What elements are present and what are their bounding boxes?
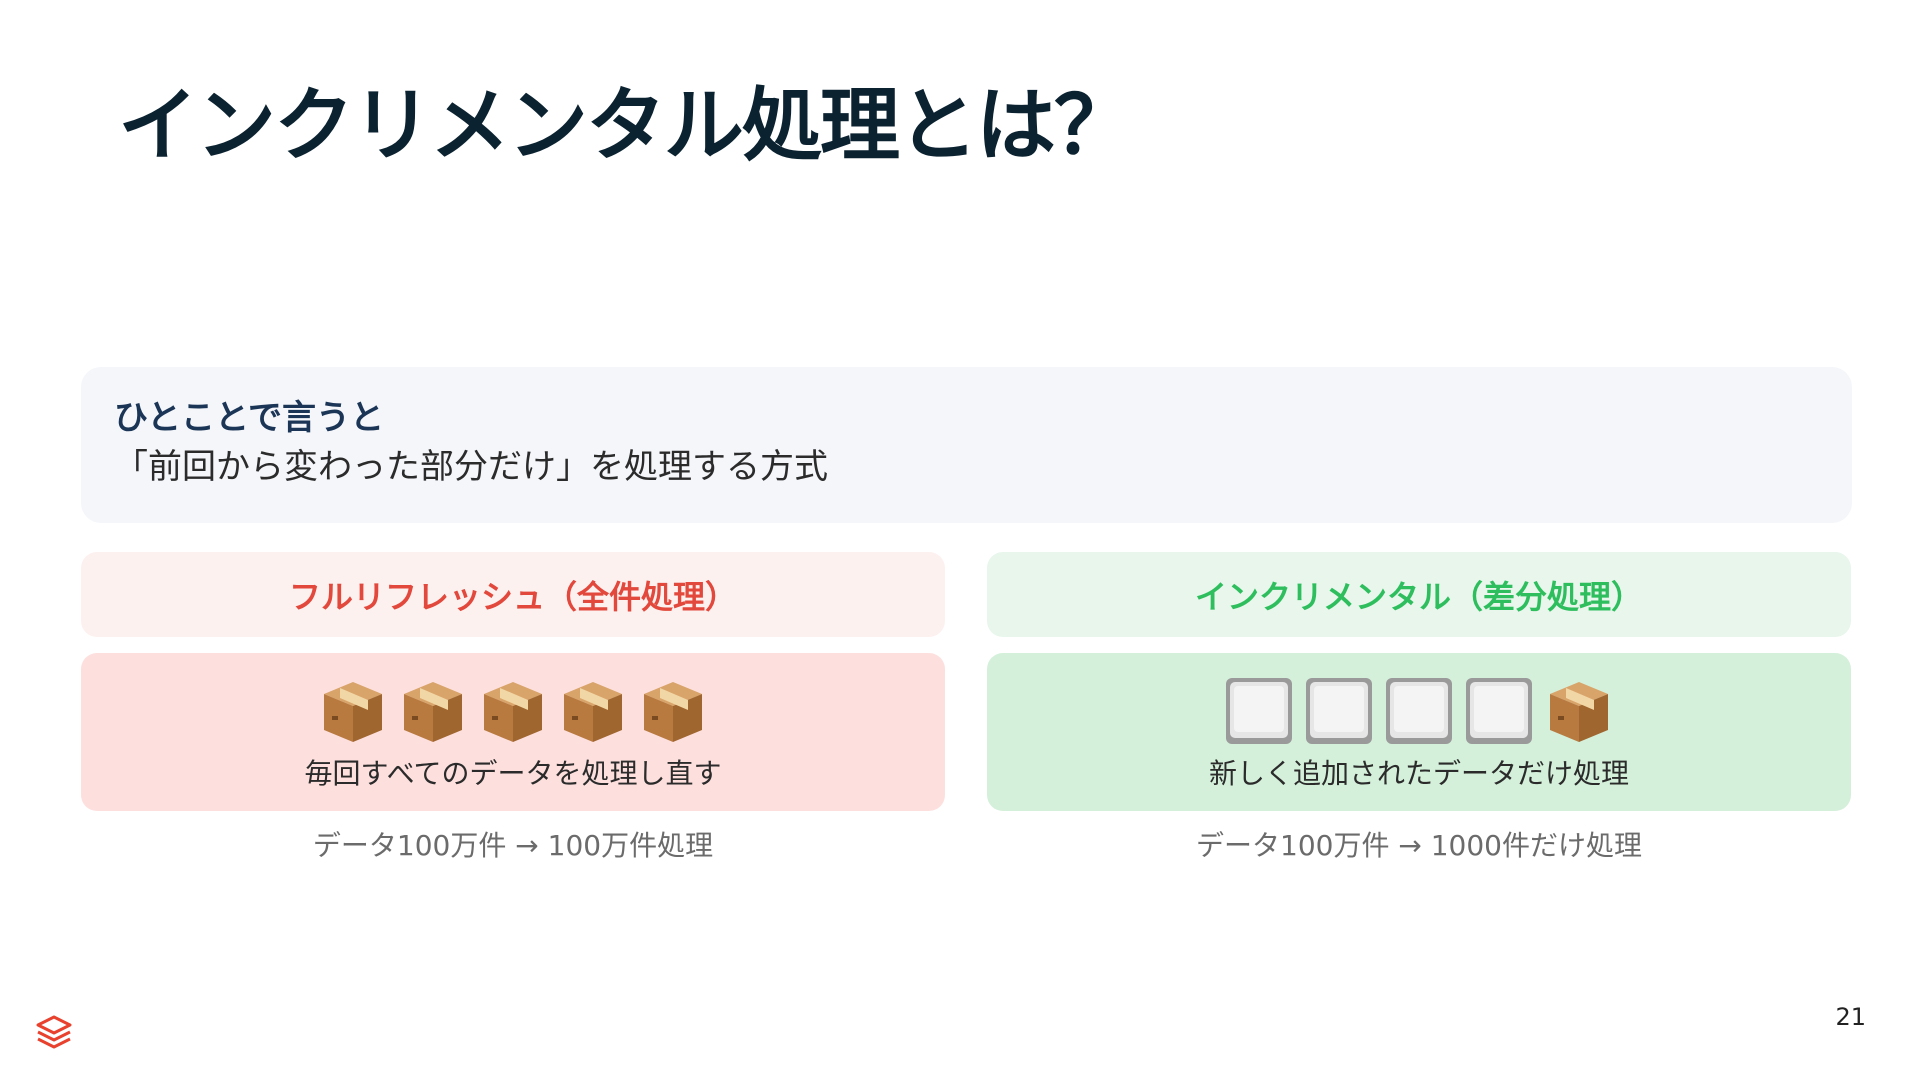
package-icon <box>404 682 462 742</box>
incremental-header: インクリメンタル（差分処理） <box>987 552 1851 637</box>
white-square-icon <box>1386 678 1452 744</box>
summary-box: ひとことで言うと 「前回から変わった部分だけ」を処理する方式 <box>81 367 1852 523</box>
package-icon <box>1550 682 1608 742</box>
summary-heading: ひとことで言うと <box>114 398 384 438</box>
full-refresh-caption: 毎回すべてのデータを処理し直す <box>304 757 722 790</box>
incremental-icon-row <box>1224 675 1614 747</box>
white-square-icon <box>1226 678 1292 744</box>
page-number: 21 <box>1835 1003 1866 1031</box>
incremental-header-label: インクリメンタル（差分処理） <box>1194 577 1643 616</box>
incremental-caption: 新しく追加されたデータだけ処理 <box>1208 757 1629 790</box>
full-refresh-header: フルリフレッシュ（全件処理） <box>81 552 945 637</box>
full-refresh-header-label: フルリフレッシュ（全件処理） <box>288 577 737 616</box>
full-refresh-box: 毎回すべてのデータを処理し直す <box>81 653 945 811</box>
incremental-stat: データ100万件 → 1000件だけ処理 <box>1196 829 1642 862</box>
package-icon <box>324 682 382 742</box>
slide-title: インクリメンタル処理とは？ <box>118 79 1134 172</box>
incremental-box: 新しく追加されたデータだけ処理 <box>987 653 1851 811</box>
package-icon <box>644 682 702 742</box>
full-refresh-icon-row <box>318 675 708 747</box>
white-square-icon <box>1466 678 1532 744</box>
summary-text: 「前回から変わった部分だけ」を処理する方式 <box>114 446 828 487</box>
white-square-icon <box>1306 678 1372 744</box>
package-icon <box>564 682 622 742</box>
package-icon <box>484 682 542 742</box>
databricks-logo-icon <box>36 1015 72 1049</box>
full-refresh-stat: データ100万件 → 100万件処理 <box>312 829 714 862</box>
